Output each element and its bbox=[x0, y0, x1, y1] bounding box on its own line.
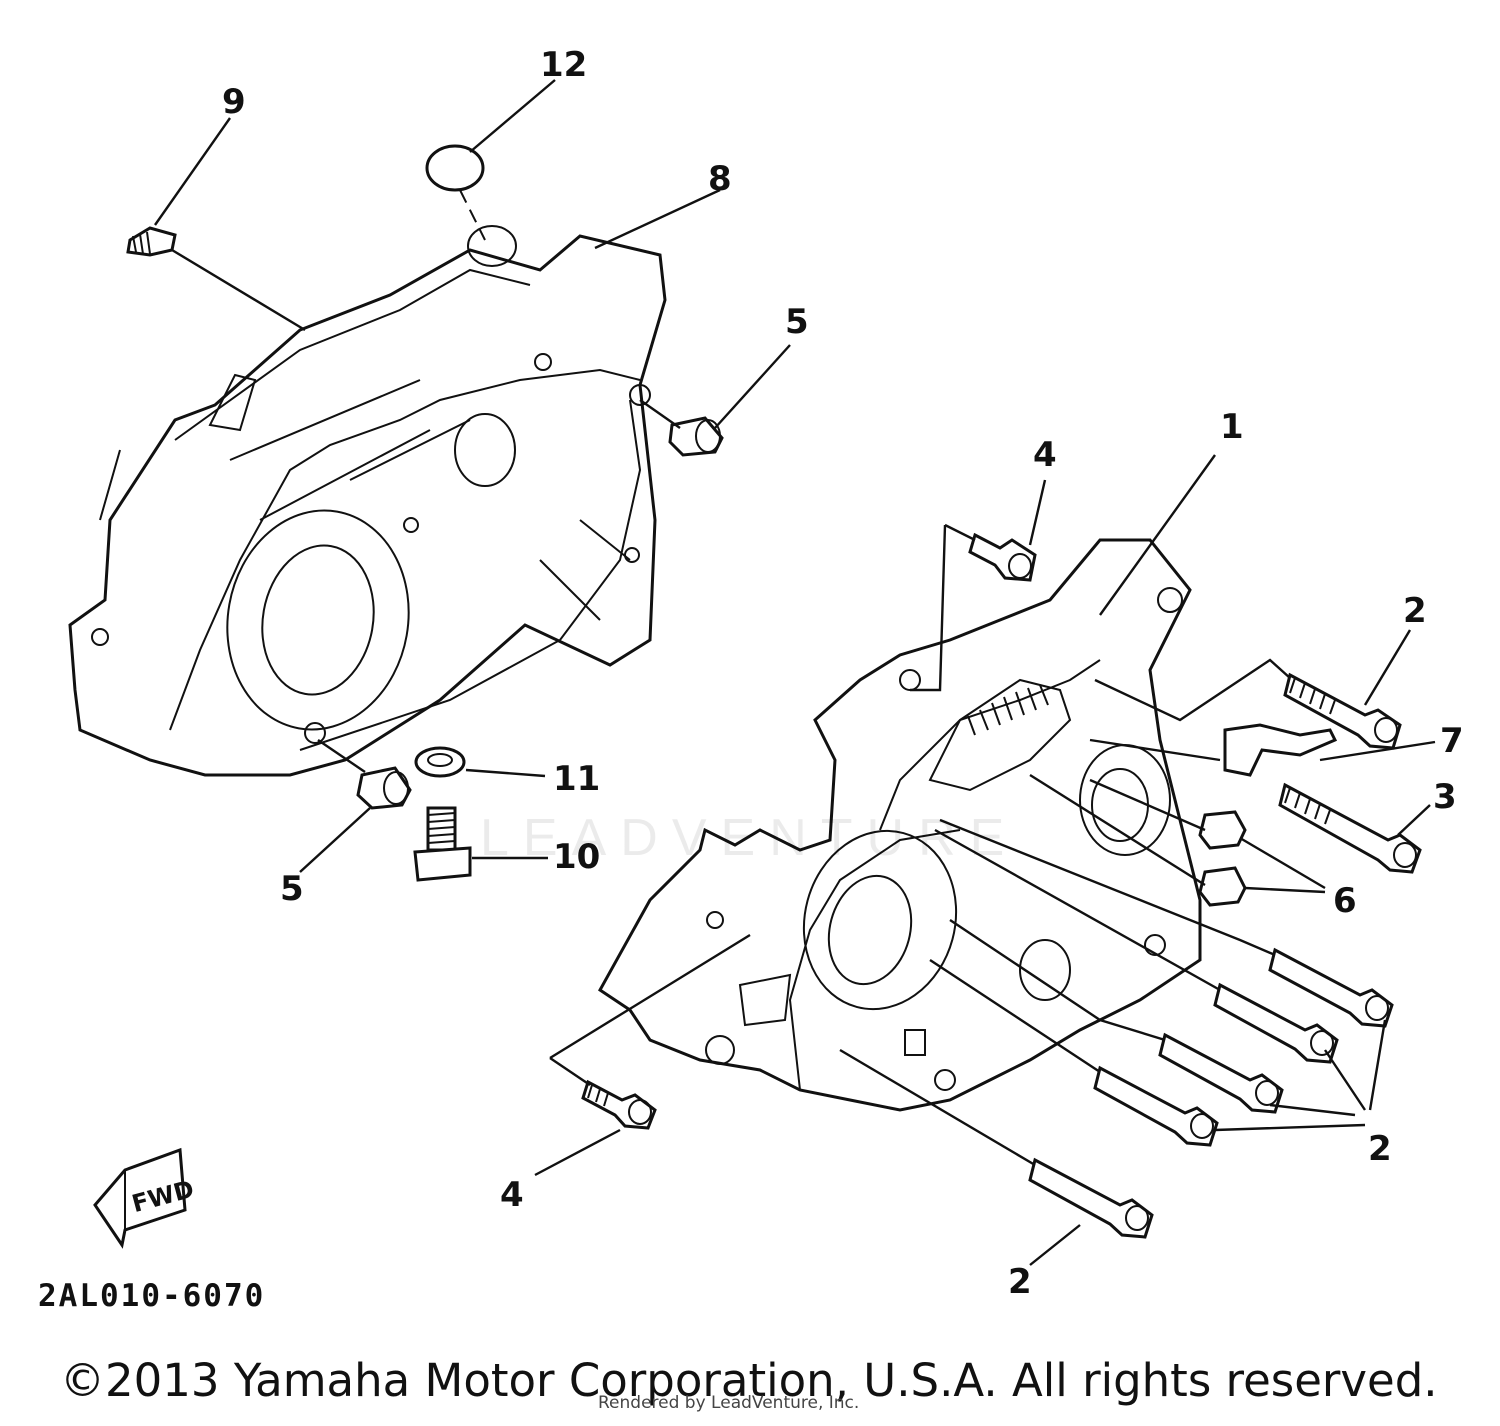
right-crankcase-half bbox=[598, 538, 1202, 1112]
part-2-bolt-right-d bbox=[929, 958, 1387, 1147]
callout-1: 1 bbox=[1220, 407, 1244, 447]
diagram-code: 2AL010-6070 bbox=[38, 1278, 266, 1314]
callout-8: 8 bbox=[708, 159, 732, 199]
part-5-dowel-lower bbox=[299, 739, 412, 873]
part-4-bolt-upper bbox=[910, 479, 1047, 692]
callout-12: 12 bbox=[540, 45, 587, 85]
callout-2b: 2 bbox=[1368, 1129, 1392, 1169]
fwd-direction-symbol: FWD bbox=[93, 1147, 197, 1249]
part-5-dowel-upper bbox=[639, 344, 791, 457]
part-2-bolt-upper-right bbox=[1094, 629, 1412, 750]
leader-1 bbox=[1099, 454, 1216, 616]
callout-7: 7 bbox=[1440, 721, 1464, 761]
callout-4b: 4 bbox=[500, 1175, 524, 1215]
part-3-bolt bbox=[1278, 782, 1431, 874]
leader-8 bbox=[594, 188, 721, 250]
part-6-dowels bbox=[1029, 773, 1326, 907]
part-9-fitting bbox=[126, 117, 306, 332]
callout-6: 6 bbox=[1333, 881, 1357, 921]
part-7-bracket bbox=[1089, 723, 1436, 777]
callout-2a: 2 bbox=[1403, 591, 1427, 631]
callout-5b: 5 bbox=[280, 869, 304, 909]
part-12-plug bbox=[425, 79, 556, 267]
part-11-gasket bbox=[414, 746, 546, 778]
rendered-by-credit: Rendered by LeadVenture, Inc. bbox=[598, 1393, 860, 1413]
callout-5a: 5 bbox=[785, 302, 809, 342]
callout-2c: 2 bbox=[1008, 1262, 1032, 1302]
copyright-notice: ©2013 Yamaha Motor Corporation, U.S.A. A… bbox=[60, 1354, 1438, 1407]
callout-4a: 4 bbox=[1033, 435, 1057, 475]
callout-11: 11 bbox=[553, 759, 600, 799]
callout-10: 10 bbox=[553, 837, 600, 877]
left-crankcase-half bbox=[68, 234, 667, 777]
part-2-bolt-bottom bbox=[839, 1048, 1154, 1266]
callout-9: 9 bbox=[222, 82, 246, 122]
callout-3: 3 bbox=[1433, 777, 1457, 817]
part-2-bolt-right-c bbox=[949, 919, 1284, 1114]
watermark-text: LEADVENTURE bbox=[480, 809, 1019, 867]
part-10-drain-bolt bbox=[413, 806, 548, 882]
part-2-bolt-right-b bbox=[934, 828, 1339, 1064]
part-4-bolt-lower bbox=[534, 933, 751, 1177]
